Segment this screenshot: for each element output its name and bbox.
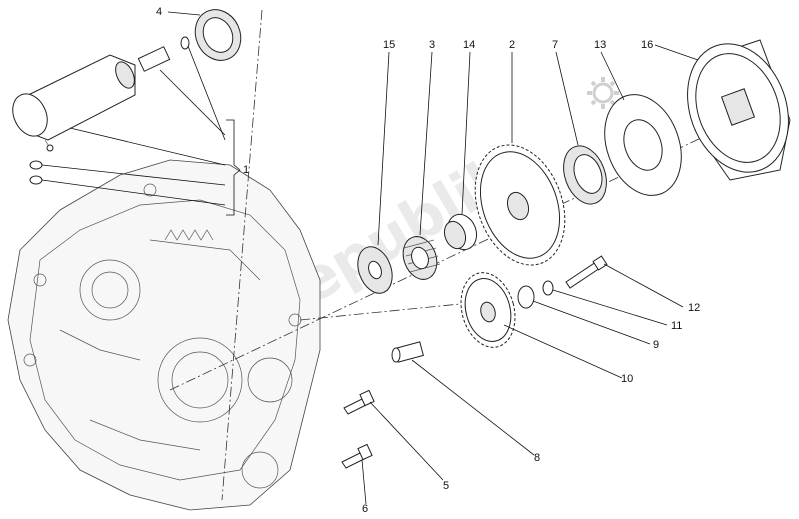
callout-4[interactable]: 4 xyxy=(156,6,162,18)
bolt xyxy=(343,389,375,415)
screw xyxy=(565,255,608,289)
callout-13[interactable]: 13 xyxy=(594,39,606,51)
clutch-flange xyxy=(604,94,682,196)
callouts: 4 1 15 3 14 2 7 13 16 12 11 9 10 8 5 6 xyxy=(156,6,700,515)
callout-8[interactable]: 8 xyxy=(534,452,540,464)
callout-3[interactable]: 3 xyxy=(429,39,435,51)
washer xyxy=(29,175,43,185)
bushing xyxy=(443,213,478,251)
starter-pinion xyxy=(137,36,190,72)
needle-bearing xyxy=(402,236,441,280)
callout-2[interactable]: 2 xyxy=(509,39,515,51)
callout-15[interactable]: 15 xyxy=(383,39,395,51)
leader-lines xyxy=(41,11,699,505)
callout-1[interactable]: 1 xyxy=(243,164,249,176)
bolt xyxy=(341,443,373,469)
washer xyxy=(517,285,535,309)
intermediate-gear xyxy=(474,144,566,266)
callout-5[interactable]: 5 xyxy=(443,480,449,492)
callout-7[interactable]: 7 xyxy=(552,39,558,51)
callout-12[interactable]: 12 xyxy=(688,302,700,314)
gear-watermark-icon xyxy=(587,77,619,109)
callout-11[interactable]: 11 xyxy=(671,320,682,332)
callout-6[interactable]: 6 xyxy=(362,503,368,515)
o-ring-seal xyxy=(194,9,242,61)
crankcase xyxy=(7,159,321,511)
freewheel-clutch xyxy=(563,145,607,205)
circlip xyxy=(542,280,554,296)
gear-shaft-pin xyxy=(391,341,424,363)
callout-16[interactable]: 16 xyxy=(641,39,653,51)
callout-14[interactable]: 14 xyxy=(463,39,475,51)
thrust-washer xyxy=(357,246,393,294)
starter-motor xyxy=(12,54,136,152)
callout-10[interactable]: 10 xyxy=(621,373,633,385)
callout-9[interactable]: 9 xyxy=(653,339,659,351)
idler-gear xyxy=(460,272,516,348)
flywheel xyxy=(687,39,791,181)
washer xyxy=(29,160,43,170)
group-bracket xyxy=(226,119,241,216)
